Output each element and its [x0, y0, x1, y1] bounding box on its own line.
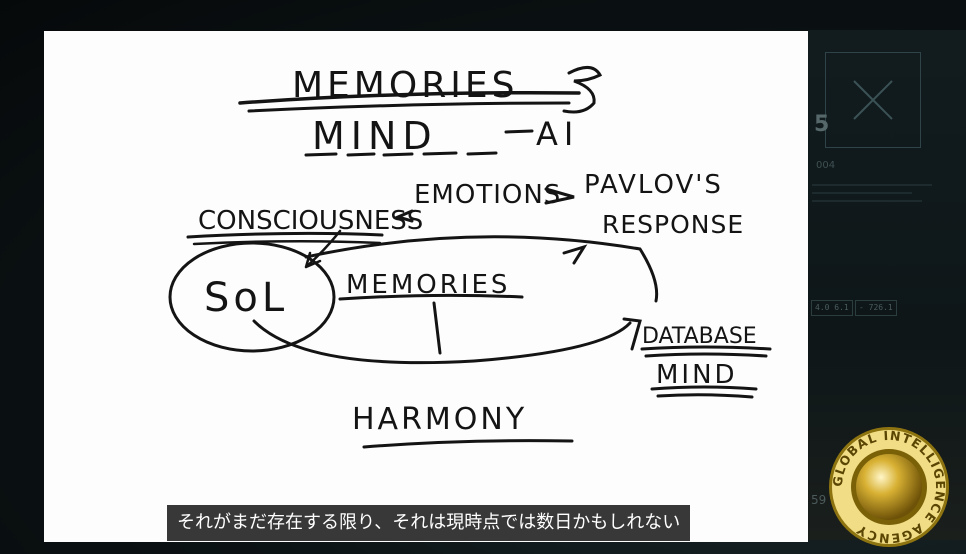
consciousness-arrow — [393, 209, 414, 223]
label-database-mind: MIND — [656, 360, 738, 390]
title-ai: AI — [536, 115, 579, 153]
label-sol: SoL — [204, 275, 288, 321]
agency-logo: GLOBAL INTELLIGENCE AGENCY — [827, 425, 951, 549]
database-mind-underline-1 — [650, 385, 758, 391]
consciousness-underline-2 — [192, 239, 382, 246]
hud-readout-a: 4.0 6.1 — [811, 300, 853, 316]
emotions-arrow — [544, 187, 575, 205]
subtitle-caption: それがまだ存在する限り、それは現時点では数日かもしれない — [167, 505, 691, 541]
label-response: RESPONSE — [602, 210, 744, 239]
consciousness-down-arrow — [304, 229, 342, 269]
label-consciousness: CONSCIOUSNESS — [198, 206, 423, 236]
memories-stem — [432, 301, 442, 355]
hud-readout-b: - 726.1 — [855, 300, 897, 316]
label-harmony: HARMONY — [352, 402, 527, 437]
database-underline-1 — [640, 345, 772, 351]
hud-bottom-number: 59 — [811, 493, 827, 507]
database-mind-underline-2 — [656, 393, 754, 399]
memories-oval — [252, 235, 659, 365]
hud-text-line — [812, 184, 932, 186]
hud-text-line — [812, 200, 922, 202]
title-underline-2 — [247, 101, 571, 113]
mind-dashed-underline — [304, 151, 498, 157]
database-bracket — [622, 317, 642, 351]
memories-underline — [338, 293, 524, 301]
title-underline-1 — [238, 90, 581, 105]
title-bracket — [562, 66, 603, 114]
oval-arrow — [562, 244, 588, 265]
hud-text-line — [812, 192, 912, 194]
label-emotions: EMOTIONS — [414, 180, 561, 210]
sol-circle — [168, 241, 336, 353]
consciousness-underline-1 — [186, 231, 384, 239]
label-pavlovs: PAVLOV'S — [584, 170, 723, 200]
hud-small-code: 004 — [816, 160, 836, 171]
hud-big-digit: 5 — [814, 112, 830, 137]
title-memories: MEMORIES — [292, 65, 518, 106]
ai-dash — [504, 129, 534, 134]
whiteboard: MEMORIES MIND AI EMOTIONS PAVLOV'S RESPO… — [44, 31, 808, 542]
hud-target-box — [825, 52, 921, 148]
harmony-underline — [362, 439, 574, 449]
database-underline-2 — [644, 352, 768, 358]
title-mind: MIND — [312, 114, 438, 158]
label-database: DATABASE — [642, 324, 757, 349]
